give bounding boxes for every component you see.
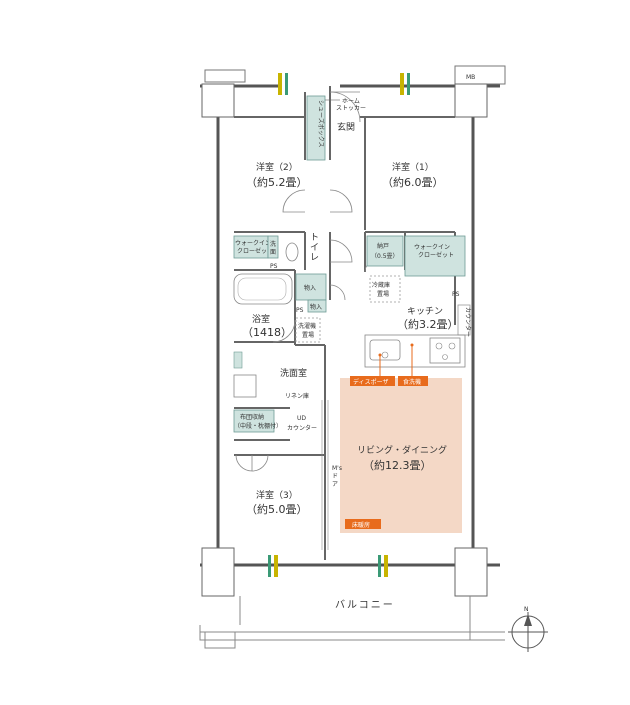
windows bbox=[268, 73, 410, 577]
walkin-right-2: クローゼット bbox=[418, 251, 454, 259]
nando-area: （0.5畳） bbox=[371, 253, 399, 260]
fridge-1: 冷蔵庫 bbox=[372, 281, 390, 289]
shoes-box-label: シューズボックス bbox=[317, 100, 325, 148]
wash-stand-1: 洗 bbox=[270, 240, 276, 248]
room1-area: （約6.0畳） bbox=[382, 175, 444, 189]
wash-stand bbox=[267, 235, 279, 259]
wash-basin-icon bbox=[233, 374, 257, 398]
futon bbox=[233, 409, 275, 433]
floor-heating-tag bbox=[345, 519, 381, 529]
disposer-tag bbox=[350, 376, 395, 386]
floor-heating-label: 床暖房 bbox=[352, 521, 370, 529]
room3-name: 洋室（3） bbox=[256, 489, 298, 501]
genkan-label: 玄関 bbox=[337, 121, 355, 133]
room3-area: （約5.0畳） bbox=[246, 502, 308, 516]
futon-2: （中段・枕棚付） bbox=[234, 422, 282, 430]
walkin-right bbox=[404, 235, 466, 277]
kitchen-counter bbox=[364, 334, 466, 368]
storage-2-label: 物入 bbox=[310, 303, 322, 311]
toilet-label: トイレ bbox=[310, 233, 319, 263]
home-stocker-label-1: ホーム bbox=[342, 98, 360, 105]
kitchen-name: キッチン bbox=[407, 306, 443, 317]
washer-2: 置場 bbox=[302, 331, 314, 339]
dishwasher-label: 食洗機 bbox=[403, 378, 421, 386]
ud-2: カウンター bbox=[287, 424, 317, 432]
storage-1-label: 物入 bbox=[304, 284, 316, 292]
walkin-left-2: クローゼット bbox=[237, 247, 273, 255]
room1-name: 洋室（1） bbox=[392, 161, 434, 173]
nando bbox=[366, 235, 404, 267]
floor-heating-area bbox=[340, 378, 462, 533]
compass-n: N bbox=[524, 606, 529, 613]
mb-box bbox=[454, 65, 506, 85]
storage-1 bbox=[295, 273, 327, 301]
walkin-right-1: ウォークイン bbox=[414, 243, 450, 251]
compass-icon: N bbox=[508, 606, 548, 652]
bath-name: 浴室 bbox=[252, 313, 270, 325]
futon-1: 布団収納 bbox=[240, 413, 264, 421]
wash-stand-2: 面 bbox=[270, 249, 276, 256]
dishwasher-tag bbox=[398, 376, 428, 386]
toilet-icon bbox=[285, 242, 299, 262]
senmen-label: 洗面室 bbox=[280, 367, 307, 379]
top-vent-box bbox=[204, 69, 246, 83]
room2-area: （約5.2畳） bbox=[246, 175, 308, 189]
home-stocker-label-2: ストッカー bbox=[336, 105, 366, 112]
nando-name: 納戸 bbox=[377, 242, 389, 250]
fridge-2: 置場 bbox=[377, 290, 389, 298]
ps-center: PS bbox=[296, 307, 304, 314]
walkin-left-1: ウォークイン bbox=[235, 239, 271, 247]
living-name: リビング・ダイニング bbox=[357, 444, 447, 456]
ud-1: UD bbox=[297, 415, 306, 422]
sink-icon bbox=[369, 339, 401, 361]
shoes-box bbox=[306, 95, 326, 161]
ps-right: PS bbox=[452, 291, 460, 298]
kitchen-area: （約3.2畳） bbox=[397, 317, 459, 331]
room2-name: 洋室（2） bbox=[256, 161, 298, 173]
bath-area: （1418） bbox=[242, 326, 292, 339]
disposer-label: ディスポーザ bbox=[353, 378, 388, 386]
balcony-outline bbox=[199, 596, 505, 649]
washer-1: 洗濯機 bbox=[298, 322, 316, 330]
counter-label: カウンター bbox=[464, 307, 472, 337]
storage-2 bbox=[307, 299, 327, 313]
columns bbox=[201, 83, 488, 597]
outer-walls bbox=[200, 84, 500, 567]
stove-icon bbox=[429, 337, 461, 364]
fridge bbox=[369, 275, 401, 303]
balcony-label: バルコニー bbox=[335, 599, 395, 611]
bathtub-icon bbox=[233, 273, 293, 305]
washer bbox=[295, 317, 321, 343]
doors bbox=[235, 91, 378, 472]
ps-left: PS bbox=[270, 263, 278, 270]
linen-label: リネン庫 bbox=[285, 392, 309, 400]
living-area: （約12.3畳） bbox=[363, 458, 432, 472]
mb-label: MB bbox=[466, 74, 475, 81]
